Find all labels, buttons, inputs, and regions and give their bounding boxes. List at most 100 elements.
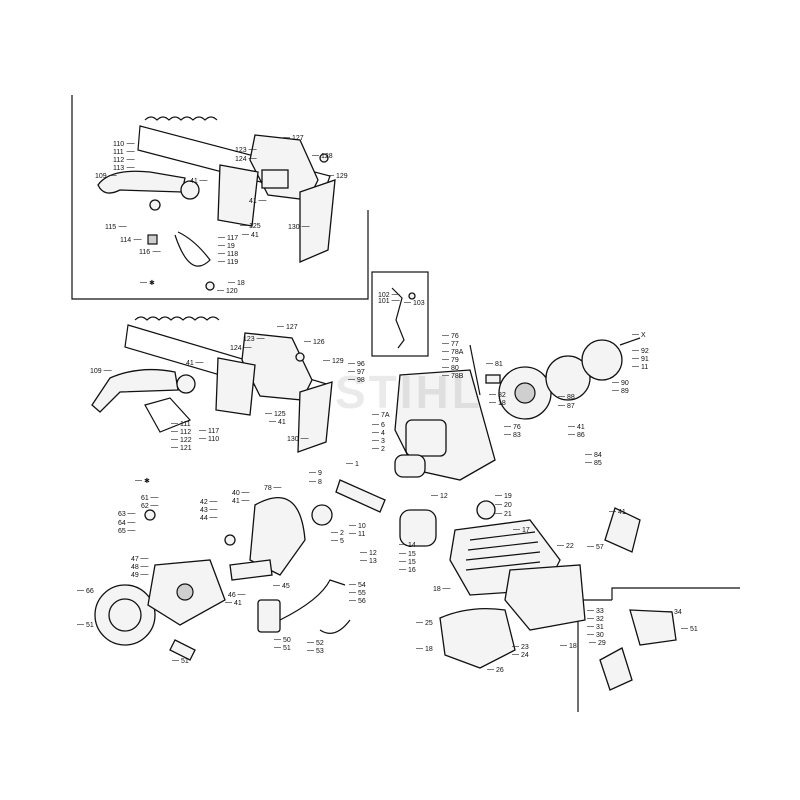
callout-label: 22 xyxy=(566,543,574,550)
callout-label: 80 xyxy=(451,365,459,372)
callout-label: 117 xyxy=(227,235,238,242)
carburetor-body xyxy=(629,609,677,646)
small-inset-frame xyxy=(371,271,429,357)
callout-label: 117 xyxy=(208,428,219,435)
callout-label: 8 xyxy=(318,479,322,486)
piston xyxy=(399,509,437,547)
callout-label: 13 xyxy=(369,558,377,565)
callout-label: 127 xyxy=(292,135,304,142)
brake-lever-middle xyxy=(144,397,192,433)
callout-label: 86 xyxy=(577,432,585,439)
callout-label: 85 xyxy=(594,460,602,467)
callout-label: 41 xyxy=(190,178,198,185)
callout-label: 121 xyxy=(180,445,192,452)
callout-label: 76 xyxy=(451,333,459,340)
ignition-lead xyxy=(279,579,346,621)
callout-label: 56 xyxy=(358,598,366,605)
callout-label: 3 xyxy=(381,438,385,445)
callout-label: 111 xyxy=(180,421,191,428)
watermark: STIHL xyxy=(335,366,483,418)
callout-label: 78A xyxy=(451,349,464,356)
flywheel-nut xyxy=(224,534,236,546)
callout-label: 102 xyxy=(378,292,390,299)
chain-brake-assembly-middle xyxy=(91,316,333,453)
callout-label: 25 xyxy=(425,620,433,627)
callout-label: 1 xyxy=(355,461,359,468)
brake-drum-upper xyxy=(180,180,200,200)
callout-label: 63 xyxy=(118,511,126,518)
callout-label: 126 xyxy=(313,339,325,346)
starter-rope-pulley xyxy=(108,598,142,632)
callout-label: 51 xyxy=(690,626,698,633)
callout-label: 83 xyxy=(513,432,521,439)
callout-label: 92 xyxy=(641,348,649,355)
air-filter-29 xyxy=(599,647,633,691)
screw-upper xyxy=(205,281,215,291)
callout-label: 109 xyxy=(90,368,102,375)
main-bearing xyxy=(311,504,333,526)
callout-label: 17 xyxy=(522,527,530,534)
callout-label: 78 xyxy=(264,485,272,492)
callout-label: 15 xyxy=(408,551,416,558)
callout-label: 46 xyxy=(228,592,236,599)
callout-label: 51 xyxy=(283,645,291,652)
callout-label: 111 xyxy=(113,149,124,156)
callout-label: 112 xyxy=(113,157,124,164)
callout-label: 76 xyxy=(513,424,521,431)
crankcase-bearing xyxy=(405,419,447,457)
callout-label: 41 xyxy=(251,232,259,239)
callout-label: 112 xyxy=(180,429,191,436)
small-screw xyxy=(408,292,416,300)
callout-label: 21 xyxy=(504,511,512,518)
callout-label: 34 xyxy=(674,609,682,616)
callout-label: 101 xyxy=(378,298,390,305)
chain-brake-assembly-upper xyxy=(97,116,336,291)
callout-label: 109 xyxy=(95,173,107,180)
callout-label: 24 xyxy=(521,652,529,659)
callout-label: 33 xyxy=(596,608,604,615)
callout-label: 10 xyxy=(358,523,366,530)
callout-label: 123 xyxy=(243,336,255,343)
side-plate-middle xyxy=(297,381,333,453)
callout-label: 53 xyxy=(316,648,324,655)
callout-label: 20 xyxy=(504,502,512,509)
top-inset-frame xyxy=(71,95,369,300)
callout-labels: 1271281291231241101111121131094141125411… xyxy=(77,135,698,674)
oil-fitting xyxy=(485,374,501,384)
callout-label: 15 xyxy=(408,559,416,566)
callout-label: 114 xyxy=(120,237,131,244)
callout-label: 41 xyxy=(249,198,257,205)
callout-label: 87 xyxy=(567,403,575,410)
callout-label: 77 xyxy=(451,341,459,348)
carburetor-housing xyxy=(504,564,586,631)
callout-label: 41 xyxy=(232,498,240,505)
ignition-starter-assembly xyxy=(94,509,351,661)
cover-nut-housing-upper xyxy=(261,169,289,189)
callout-label: 127 xyxy=(286,324,298,331)
clutch-shoes xyxy=(545,355,591,401)
callout-label: 12 xyxy=(440,493,448,500)
callout-label: 18 xyxy=(498,400,506,407)
callout-label: 123 xyxy=(235,147,247,154)
washer-61 xyxy=(144,509,156,521)
spacer-plate-middle xyxy=(215,357,256,416)
muffler xyxy=(439,608,516,669)
callout-label: 11 xyxy=(358,531,365,538)
callout-label: 124 xyxy=(235,156,247,163)
callout-label: 88 xyxy=(567,394,575,401)
callout-label: 2 xyxy=(340,530,344,537)
callout-label: 110 xyxy=(208,436,219,443)
callout-label: 57 xyxy=(596,544,604,551)
spark-plug-lead xyxy=(319,619,351,634)
engine-assembly xyxy=(249,337,641,669)
front-handle-middle xyxy=(91,368,179,413)
callout-label: 19 xyxy=(227,243,235,250)
callout-label: 41 xyxy=(186,360,194,367)
callout-label: 29 xyxy=(598,640,606,647)
callout-label: 122 xyxy=(180,437,192,444)
cylinder-fins xyxy=(465,531,541,571)
callout-label: 89 xyxy=(621,388,629,395)
callout-label: 41 xyxy=(234,600,242,607)
callout-label: 110 xyxy=(113,141,124,148)
callout-label: 120 xyxy=(226,288,238,295)
